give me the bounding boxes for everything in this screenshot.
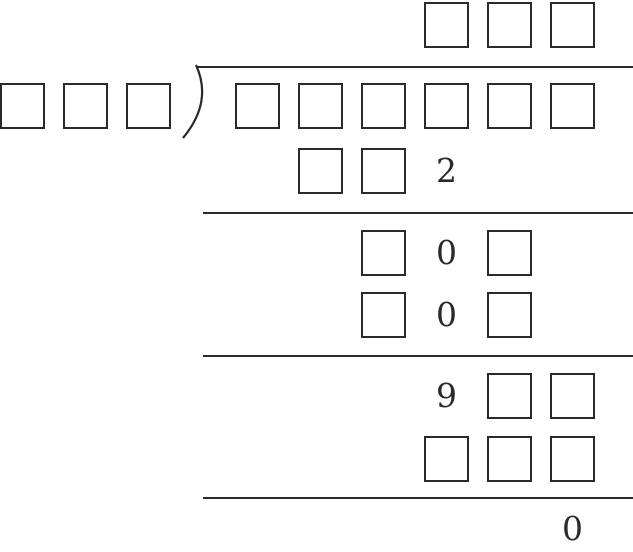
step5-digit-box-3[interactable] [550,436,595,482]
step2-digit-box-1[interactable] [361,230,406,276]
quotient-digit-box-2[interactable] [487,2,532,48]
step4-digit-box-3[interactable] [550,373,595,419]
subtraction-rule-1 [203,212,633,214]
step4-digit-box-2[interactable] [487,373,532,419]
subtraction-rule-3 [203,497,633,499]
step1-digit-box-1[interactable] [298,148,343,194]
dividend-digit-box-1[interactable] [235,83,280,129]
step2-digit-box-3[interactable] [487,230,532,276]
step5-digit-box-2[interactable] [487,436,532,482]
step1-digit-box-2[interactable] [361,148,406,194]
dividend-digit-box-5[interactable] [487,83,532,129]
step3-digit-2: 0 [436,295,457,334]
divisor-digit-box-2[interactable] [63,83,108,129]
step2-digit-2: 0 [436,233,457,272]
remainder-digit: 0 [562,509,583,548]
step1-digit-3: 2 [436,151,457,190]
step4-digit-1: 9 [436,376,457,415]
quotient-digit-box-1[interactable] [424,2,469,48]
divisor-digit-box-1[interactable] [0,83,45,129]
step5-digit-box-1[interactable] [424,436,469,482]
step3-digit-box-1[interactable] [361,292,406,338]
division-bracket [182,64,204,139]
dividend-digit-box-6[interactable] [550,83,595,129]
step3-digit-box-3[interactable] [487,292,532,338]
dividend-digit-box-4[interactable] [424,83,469,129]
division-vinculum [196,66,633,68]
divisor-digit-box-3[interactable] [126,83,171,129]
dividend-digit-box-2[interactable] [298,83,343,129]
quotient-digit-box-3[interactable] [550,2,595,48]
subtraction-rule-2 [203,355,633,357]
dividend-digit-box-3[interactable] [361,83,406,129]
